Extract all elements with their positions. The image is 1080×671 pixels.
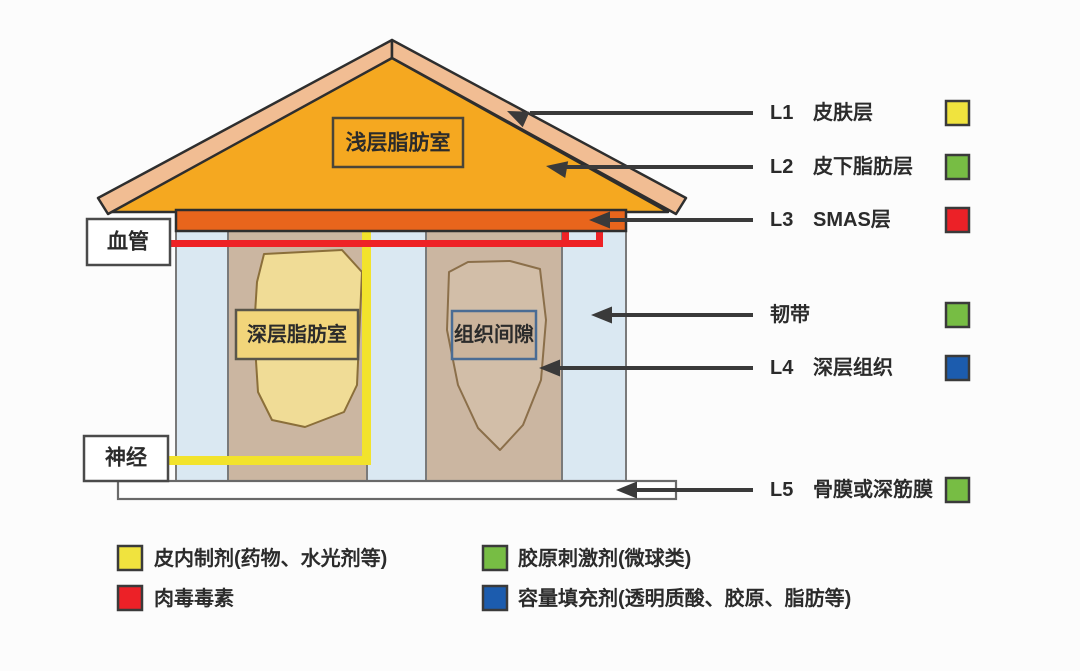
- l2-name: 皮下脂肪层: [813, 154, 913, 178]
- annotation-row-l3: L3 SMAS层: [589, 206, 971, 234]
- legend-label-intradermal: 皮内制剂(药物、水光剂等): [154, 546, 387, 570]
- deep-fat-label-box: [234, 308, 360, 361]
- l1-name: 皮肤层: [813, 100, 873, 124]
- l1-arrowhead-icon: [507, 111, 530, 128]
- l2-arrowhead-icon: [546, 161, 569, 179]
- legend-label-collagen-stimulator: 胶原刺激剂(微球类): [518, 546, 691, 570]
- legend-swatch-botulinum: [116, 584, 144, 612]
- l3-prefix: L3: [770, 209, 793, 231]
- l2-color-swatch: [944, 153, 971, 181]
- ligament-arrowhead-icon: [591, 306, 612, 324]
- legend-swatch-intradermal: [116, 544, 144, 572]
- legend-swatch-collagen-stimulator: [481, 544, 509, 572]
- tissue-gap-label-box: [450, 309, 538, 361]
- periosteum-bar: [116, 479, 678, 501]
- annotation-row-l2: L2 皮下脂肪层: [546, 153, 971, 181]
- nerve-callout-box: [82, 434, 170, 483]
- l1-prefix: L1: [770, 102, 793, 124]
- vessel-callout-box: [85, 217, 172, 267]
- ligament-name: 韧带: [770, 303, 810, 326]
- l4-color-swatch: [944, 354, 971, 382]
- l3-name: SMAS层: [813, 209, 891, 231]
- l5-color-swatch: [944, 476, 971, 504]
- annotation-row-l1: L1 皮肤层: [507, 99, 971, 128]
- nerve-callout-label: 神经: [105, 446, 147, 470]
- nerve-line: [168, 231, 371, 465]
- annotation-row-l4: L4 深层组织: [539, 354, 971, 382]
- roof-trim-right: [390, 38, 688, 216]
- legend-label-botulinum: 肉毒毒素: [154, 586, 234, 610]
- l4-name: 深层组织: [813, 355, 893, 379]
- l5-prefix: L5: [770, 479, 793, 501]
- l4-prefix: L4: [770, 357, 794, 379]
- l4-arrowhead-icon: [539, 359, 560, 377]
- legend-swatch-volume-filler: [481, 584, 509, 612]
- deep-fat-label: 深层脂肪室: [247, 322, 347, 346]
- l5-name: 骨膜或深筋膜: [813, 477, 933, 501]
- roof-label-box: [331, 116, 465, 169]
- legend: 皮内制剂(药物、水光剂等) 肉毒毒素 胶原刺激剂(微球类) 容量填充剂(透明质酸…: [116, 544, 851, 612]
- l2-prefix: L2: [770, 156, 793, 178]
- roof-label: 浅层脂肪室: [346, 131, 451, 155]
- annotation-row-l5: L5 骨膜或深筋膜: [616, 476, 971, 504]
- l1-color-swatch: [944, 99, 971, 127]
- l5-arrowhead-icon: [616, 481, 637, 499]
- vessel-callout-label: 血管: [107, 230, 149, 254]
- l3-arrowhead-icon: [589, 211, 610, 229]
- annotation-row-ligament: 韧带: [591, 301, 971, 329]
- ligament-color-swatch: [944, 301, 971, 329]
- smas-band: [174, 208, 628, 233]
- vessel-line: [170, 229, 603, 247]
- legend-label-volume-filler: 容量填充剂(透明质酸、胶原、脂肪等): [518, 586, 851, 610]
- l3-color-swatch: [944, 206, 971, 234]
- tissue-gap-label: 组织间隙: [454, 322, 534, 346]
